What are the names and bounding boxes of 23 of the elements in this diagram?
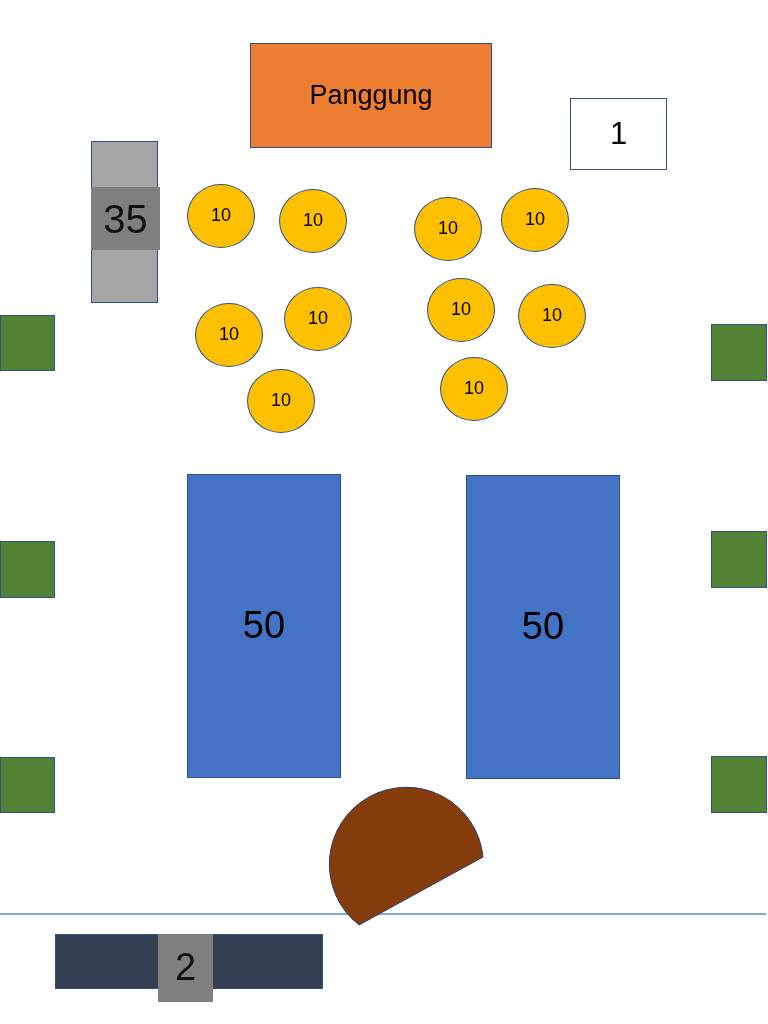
square-block [0,757,55,813]
round-table: 10 [284,287,352,351]
square-block [711,531,767,588]
square-block [711,756,767,813]
long-table: 50 [187,474,341,778]
half-round-table [330,785,486,927]
round-table: 10 [195,303,263,367]
square-block [0,541,55,598]
round-table: 10 [414,197,482,261]
round-table: 10 [427,278,495,342]
long-table: 50 [466,475,620,779]
round-table: 10 [187,184,255,248]
square-block [0,315,55,371]
square-block [711,324,767,381]
seat-count-label: 35 [91,187,160,250]
numbered-box: 1 [570,98,667,170]
round-table: 10 [440,357,508,421]
round-table: 10 [279,189,347,253]
stage-block: Panggung [250,43,492,148]
round-table: 10 [501,188,569,252]
round-table: 10 [247,369,315,433]
round-table: 10 [518,284,586,348]
seat-count-label: 2 [158,934,213,1002]
